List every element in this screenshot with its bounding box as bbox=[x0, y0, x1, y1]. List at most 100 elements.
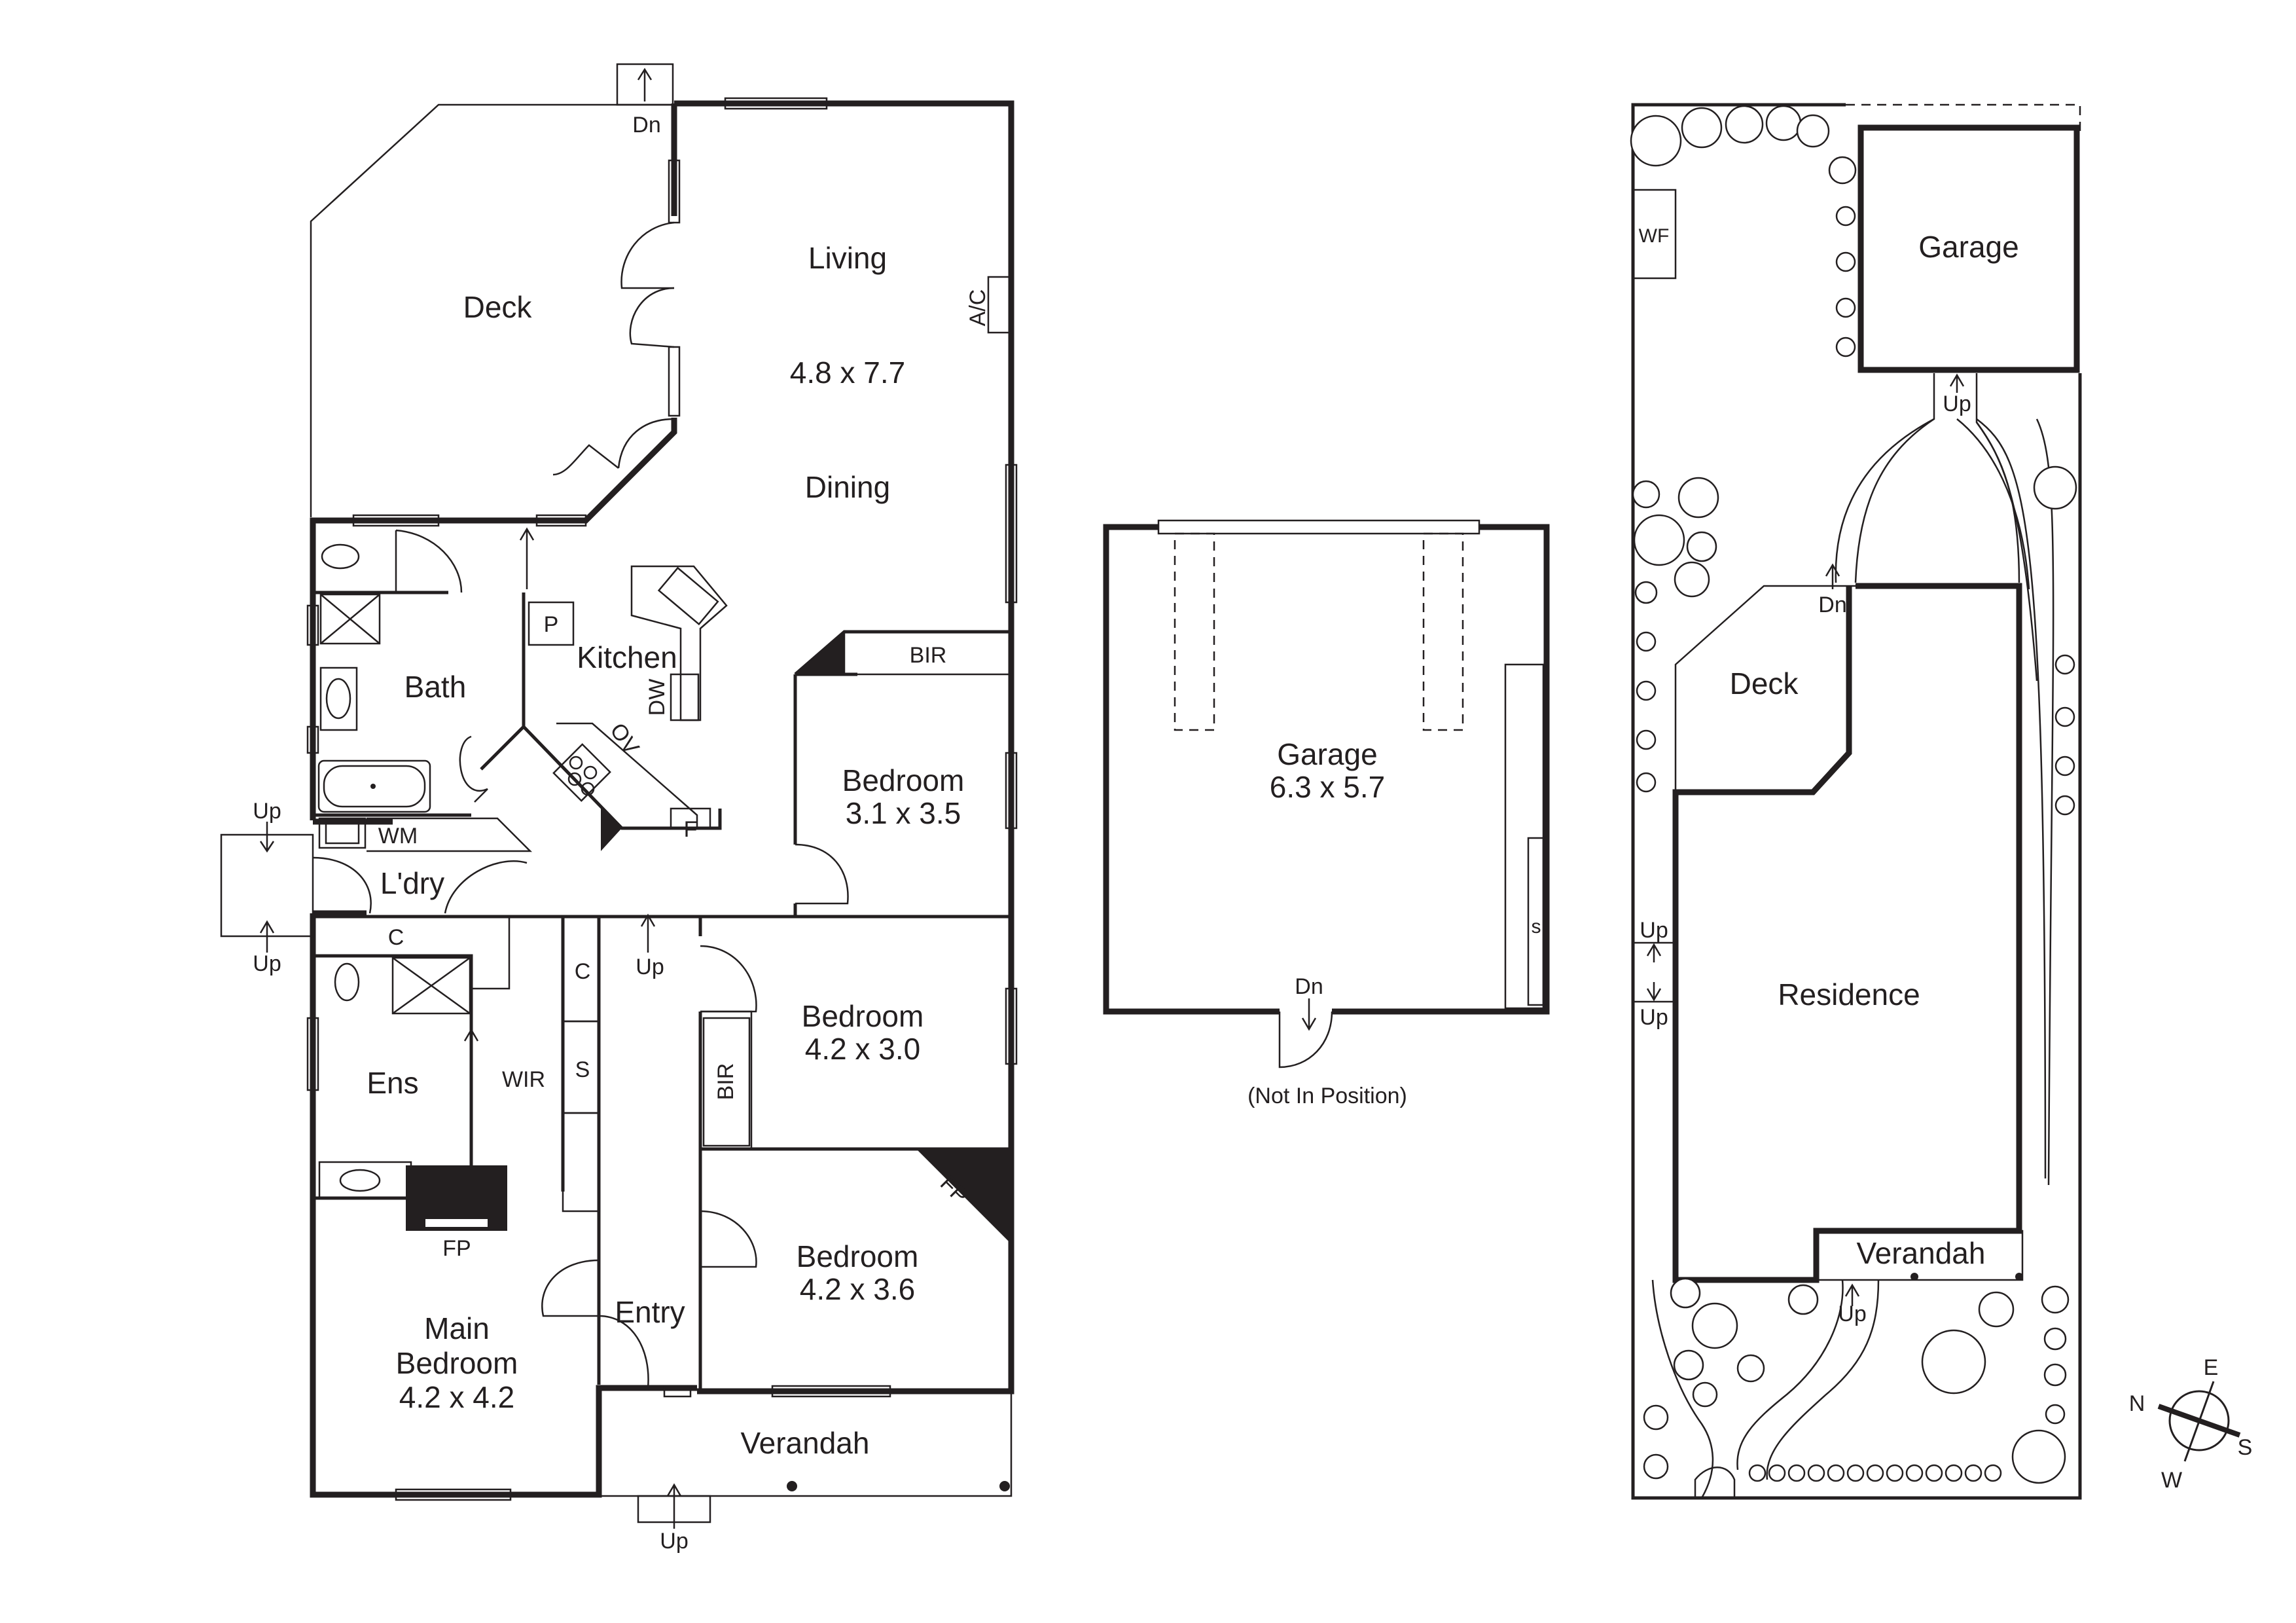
room-label-ens: Ens bbox=[367, 1066, 418, 1100]
kitchen-bench bbox=[556, 722, 698, 828]
arrow-up-icon bbox=[640, 913, 656, 953]
room-label-main: Main bbox=[424, 1311, 490, 1345]
shower-icon bbox=[391, 957, 471, 1015]
site-plan: Garage WF Up Dn Deck Up Up Residence Ver… bbox=[1630, 103, 2082, 1500]
site-residence bbox=[1672, 583, 2022, 1283]
room-label-bedroom-3: Bedroom bbox=[797, 1239, 919, 1273]
label-ac: A/C bbox=[965, 289, 990, 327]
bir-robe bbox=[843, 632, 1011, 676]
arrow-down-icon bbox=[259, 822, 275, 853]
door-swing bbox=[700, 1210, 757, 1268]
site-deck bbox=[1674, 585, 1856, 792]
label-dn-deck: Dn bbox=[632, 113, 660, 137]
verandah-outline bbox=[599, 1391, 1013, 1497]
site-verandah bbox=[1816, 1230, 2024, 1281]
fireplace-icon bbox=[795, 632, 844, 674]
site-label-up-side-1: Up bbox=[1640, 918, 1668, 943]
cooktop-icon bbox=[552, 743, 611, 802]
door-swing bbox=[795, 843, 849, 905]
car-space-marker bbox=[1174, 532, 1215, 731]
side-path bbox=[1976, 418, 2054, 1186]
garage-note: (Not In Position) bbox=[1247, 1084, 1407, 1108]
toilet-icon bbox=[334, 962, 360, 1002]
room-label-kitchen: Kitchen bbox=[577, 640, 677, 674]
garage-shelf bbox=[1504, 663, 1545, 1010]
label-oven: OV bbox=[605, 719, 643, 759]
fridge bbox=[670, 807, 711, 830]
dishwasher bbox=[670, 673, 700, 721]
garden-trees bbox=[1630, 105, 2077, 1484]
site-label-deck: Deck bbox=[1730, 666, 1799, 701]
fireplace-icon bbox=[601, 809, 622, 851]
door-swing bbox=[1278, 1011, 1333, 1068]
label-up-hall: Up bbox=[636, 955, 664, 979]
compass-w: W bbox=[2161, 1468, 2182, 1493]
site-label-garage: Garage bbox=[1918, 230, 2018, 264]
label-pantry: P bbox=[544, 612, 559, 637]
pantry bbox=[528, 601, 575, 646]
room-dim-living: 4.8 x 7.7 bbox=[790, 356, 905, 390]
robe bbox=[471, 915, 511, 990]
room-label-verandah: Verandah bbox=[741, 1426, 870, 1460]
post-icon bbox=[999, 1481, 1010, 1491]
room-dim-bedroom-3: 4.2 x 3.6 bbox=[800, 1272, 915, 1306]
label-wm: WM bbox=[378, 824, 418, 848]
label-up-laundry-top: Up bbox=[253, 799, 281, 824]
fireplace-icon bbox=[916, 1149, 1011, 1244]
label-c1: C bbox=[388, 925, 404, 950]
compass-rose: N E S W bbox=[2129, 1355, 2253, 1493]
car-space-marker bbox=[1422, 532, 1464, 731]
room-label-entry: Entry bbox=[615, 1295, 685, 1329]
bedroom-wall bbox=[698, 915, 795, 1391]
label-bir-1: BIR bbox=[910, 643, 947, 668]
door-swing bbox=[395, 529, 463, 593]
room-label-bedroom-2: Bedroom bbox=[802, 999, 924, 1033]
garage-label: Garage bbox=[1277, 737, 1377, 771]
arrow-up-icon bbox=[666, 1483, 682, 1529]
room-label-laundry: L'dry bbox=[380, 866, 444, 900]
garden-path bbox=[1736, 1279, 1880, 1480]
room-dim-bedroom-2: 4.2 x 3.0 bbox=[805, 1032, 920, 1066]
ac-unit bbox=[987, 276, 1013, 334]
label-up-front: Up bbox=[660, 1529, 688, 1554]
site-boundary-rear bbox=[1846, 103, 2081, 131]
garage-wall bbox=[1103, 524, 1550, 1015]
ensuite-wall bbox=[313, 954, 473, 1165]
garage-dn-label: Dn bbox=[1295, 974, 1323, 999]
toilet-icon bbox=[321, 543, 360, 570]
label-s: S bbox=[575, 1057, 590, 1082]
compass-s: S bbox=[2238, 1435, 2253, 1460]
site-label-verandah: Verandah bbox=[1857, 1236, 1986, 1270]
deck-outline bbox=[310, 103, 674, 517]
garage-dim: 6.3 x 5.7 bbox=[1270, 770, 1385, 804]
door-swing bbox=[444, 860, 528, 914]
label-c2: C bbox=[575, 959, 591, 984]
site-label-up-verandah: Up bbox=[1838, 1302, 1866, 1326]
label-bir-2: BIR bbox=[713, 1063, 738, 1101]
deck-steps bbox=[616, 63, 674, 106]
vanity bbox=[318, 1161, 412, 1199]
garage-s-label: s bbox=[1532, 916, 1541, 938]
door-swing bbox=[459, 735, 488, 803]
house-plan: Deck Living 4.8 x 7.7 Dining A/C Kitchen… bbox=[220, 63, 1018, 1554]
label-dishwasher: DW bbox=[645, 679, 670, 716]
door-swing bbox=[552, 418, 675, 476]
room-label-bedroom-1: Bedroom bbox=[842, 763, 965, 797]
arrow-up-icon bbox=[463, 1028, 479, 1074]
arrow-up-icon bbox=[519, 527, 535, 589]
site-boundary bbox=[1631, 103, 2082, 1500]
arrow-up-icon bbox=[1949, 373, 1965, 393]
garage-door bbox=[1157, 519, 1480, 535]
laundry-bench bbox=[367, 817, 533, 852]
room-dim-bedroom-1: 3.1 x 3.5 bbox=[846, 796, 961, 830]
label-fp-main: FP bbox=[442, 1236, 471, 1261]
driveway bbox=[1835, 373, 2038, 682]
bir-robe bbox=[702, 1017, 751, 1147]
site-side-steps bbox=[1632, 941, 1677, 1003]
site-label-wf: WF bbox=[1639, 225, 1670, 247]
compass-n: N bbox=[2129, 1391, 2145, 1416]
door-swing bbox=[629, 287, 675, 348]
room-label-dining: Dining bbox=[805, 470, 890, 504]
room-label-wir: WIR bbox=[502, 1067, 545, 1092]
